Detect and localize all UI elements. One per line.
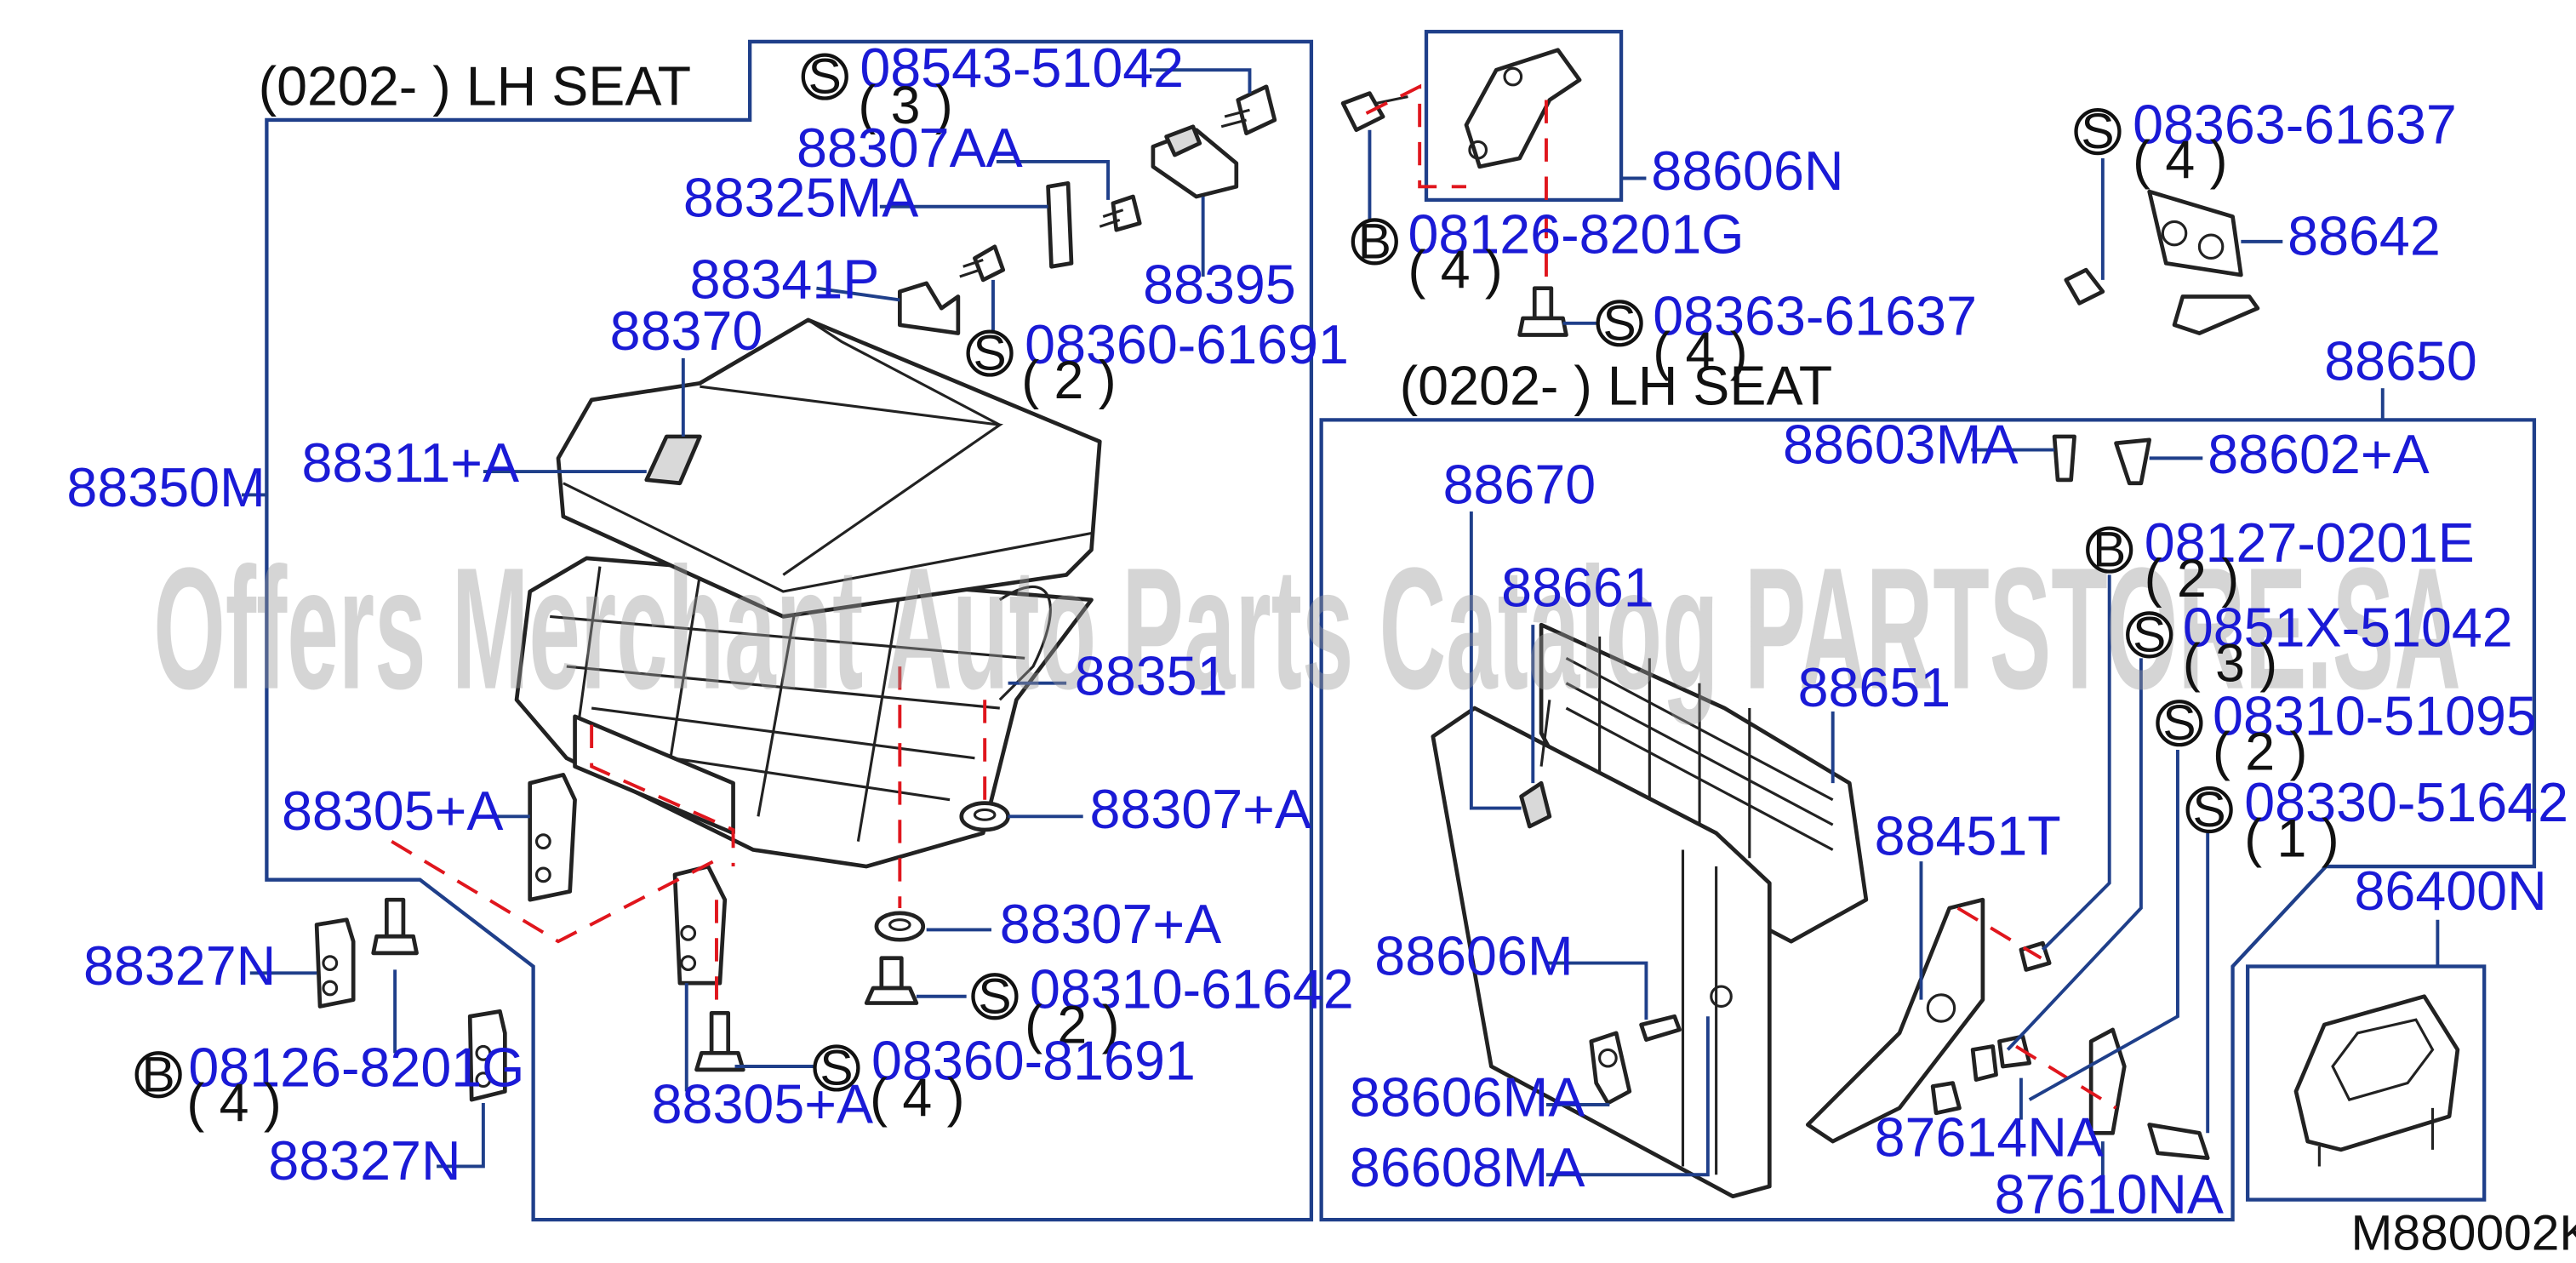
label-88370[interactable]: 88370 bbox=[610, 300, 763, 362]
svg-text:S: S bbox=[2193, 782, 2226, 837]
svg-text:( 4 ): ( 4 ) bbox=[186, 1074, 281, 1134]
svg-text:B: B bbox=[142, 1047, 175, 1102]
bracket-box bbox=[1424, 30, 1624, 203]
svg-text:S: S bbox=[808, 49, 842, 105]
label-88307A-2[interactable]: 88307+A bbox=[1000, 894, 1221, 955]
label-08360-81691[interactable]: S 08360-81691 ( 4 ) bbox=[813, 1031, 1196, 1129]
label-88325MA[interactable]: 88325MA bbox=[683, 168, 919, 229]
cushion-group-frame bbox=[265, 39, 1314, 1222]
svg-text:08310-61642: 08310-61642 bbox=[1030, 958, 1354, 1020]
svg-text:( 3 ): ( 3 ) bbox=[2183, 634, 2277, 694]
svg-text:S: S bbox=[2081, 104, 2114, 159]
label-08127-0201E[interactable]: B 08127-0201E ( 2 ) bbox=[2086, 512, 2475, 609]
svg-text:08363-61637: 08363-61637 bbox=[1653, 286, 1977, 347]
label-88606N[interactable]: 88606N bbox=[1651, 140, 1843, 202]
svg-text:08126-8201G: 08126-8201G bbox=[188, 1037, 524, 1098]
svg-text:( 2 ): ( 2 ) bbox=[1025, 996, 1119, 1055]
label-88603MA[interactable]: 88603MA bbox=[1783, 414, 2019, 475]
svg-text:B: B bbox=[2093, 523, 2126, 578]
svg-text:08310-51095: 08310-51095 bbox=[2213, 685, 2537, 746]
label-88305A-bot[interactable]: 88305+A bbox=[652, 1074, 873, 1135]
svg-text:08127-0201E: 08127-0201E bbox=[2145, 512, 2475, 574]
svg-text:( 4 ): ( 4 ) bbox=[2133, 130, 2227, 190]
label-88602A[interactable]: 88602+A bbox=[2208, 424, 2429, 485]
label-88311A[interactable]: 88311+A bbox=[301, 432, 519, 494]
label-88606M[interactable]: 88606M bbox=[1374, 925, 1573, 986]
svg-text:08360-81691: 08360-81691 bbox=[871, 1031, 1196, 1092]
leader-lines bbox=[242, 68, 2440, 1184]
svg-text:08126-8201G: 08126-8201G bbox=[1408, 204, 1744, 266]
label-88661[interactable]: 88661 bbox=[1501, 557, 1654, 619]
label-88670[interactable]: 88670 bbox=[1443, 454, 1596, 515]
label-08330-51642[interactable]: S 08330-51642 ( 1 ) bbox=[2185, 772, 2568, 868]
svg-text:S: S bbox=[2162, 695, 2196, 751]
label-08126-8201G-top[interactable]: B 08126-8201G ( 4 ) bbox=[1351, 204, 1745, 300]
svg-text:( 4 ): ( 4 ) bbox=[870, 1069, 964, 1129]
label-08126-8201G-left[interactable]: B 08126-8201G ( 4 ) bbox=[134, 1037, 525, 1134]
seat-cushion-drawing bbox=[314, 84, 1277, 1102]
label-88327N-1[interactable]: 88327N bbox=[83, 935, 276, 997]
svg-text:( 4 ): ( 4 ) bbox=[1408, 241, 1502, 300]
label-88451T[interactable]: 88451T bbox=[1875, 805, 2061, 866]
label-87614NA[interactable]: 87614NA bbox=[1875, 1107, 2104, 1169]
back-group-frame bbox=[1319, 418, 2537, 1222]
svg-text:0851X-51042: 0851X-51042 bbox=[2183, 597, 2513, 659]
label-88351[interactable]: 88351 bbox=[1075, 645, 1228, 706]
label-87610NA[interactable]: 87610NA bbox=[1995, 1163, 2224, 1225]
label-88341P[interactable]: 88341P bbox=[690, 249, 880, 310]
headrest-box bbox=[2246, 964, 2487, 1202]
svg-text:( 3 ): ( 3 ) bbox=[858, 76, 952, 135]
svg-text:( 4 ): ( 4 ) bbox=[1653, 323, 1747, 382]
label-88327N-2[interactable]: 88327N bbox=[268, 1130, 460, 1192]
label-08310-51095[interactable]: S 08310-51095 ( 2 ) bbox=[2156, 685, 2537, 781]
label-88350M[interactable]: 88350M bbox=[66, 457, 265, 518]
bracket-dashed-lines bbox=[1365, 83, 1548, 283]
label-86608MA[interactable]: 86608MA bbox=[1350, 1137, 1585, 1198]
cushion-seat-label: (0202- ) LH SEAT bbox=[259, 55, 692, 117]
label-88606MA[interactable]: 88606MA bbox=[1350, 1067, 1585, 1129]
svg-text:S: S bbox=[820, 1040, 853, 1095]
bracket-88606N-drawing bbox=[1340, 48, 2260, 337]
svg-text:( 2 ): ( 2 ) bbox=[1021, 351, 1116, 410]
svg-text:08543-51042: 08543-51042 bbox=[860, 37, 1184, 99]
svg-text:S: S bbox=[973, 326, 1006, 381]
svg-text:B: B bbox=[1358, 214, 1391, 269]
svg-text:S: S bbox=[978, 969, 1011, 1024]
label-86400N[interactable]: 86400N bbox=[2354, 860, 2546, 922]
label-88651[interactable]: 88651 bbox=[1798, 657, 1951, 718]
back-seat-label: (0202- ) LH SEAT bbox=[1400, 356, 1833, 417]
label-88307A-1[interactable]: 88307+A bbox=[1090, 779, 1311, 840]
label-08363-61637-right[interactable]: S 08363-61637 ( 4 ) bbox=[2074, 94, 2457, 190]
svg-text:S: S bbox=[2133, 607, 2166, 662]
label-88395[interactable]: 88395 bbox=[1143, 254, 1296, 315]
svg-text:08360-61691: 08360-61691 bbox=[1025, 314, 1349, 375]
label-0851X-51042[interactable]: S 0851X-51042 ( 3 ) bbox=[2126, 597, 2513, 694]
svg-text:08330-51642: 08330-51642 bbox=[2244, 772, 2568, 833]
svg-text:( 1 ): ( 1 ) bbox=[2244, 809, 2339, 868]
svg-text:( 2 ): ( 2 ) bbox=[2145, 549, 2239, 609]
label-88650[interactable]: 88650 bbox=[2324, 330, 2477, 391]
label-08360-61691[interactable]: S 08360-61691 ( 2 ) bbox=[966, 314, 1349, 410]
label-08363-61637-mid[interactable]: S 08363-61637 ( 4 ) bbox=[1596, 286, 1977, 382]
seat-back-drawing bbox=[1431, 434, 2460, 1199]
label-08543-51042[interactable]: S 08543-51042 ( 3 ) bbox=[801, 37, 1184, 135]
svg-text:S: S bbox=[1603, 295, 1636, 351]
label-88642[interactable]: 88642 bbox=[2288, 206, 2441, 267]
label-88305A-top[interactable]: 88305+A bbox=[282, 780, 503, 842]
svg-text:08363-61637: 08363-61637 bbox=[2133, 94, 2457, 155]
diagram-code: M880002K bbox=[2351, 1205, 2576, 1260]
svg-text:( 2 ): ( 2 ) bbox=[2213, 722, 2307, 781]
label-08310-61642[interactable]: S 08310-61642 ( 2 ) bbox=[971, 958, 1354, 1055]
cushion-dashed-lines bbox=[391, 666, 987, 1000]
watermark: Offers Merchant Auto Parts Catalog PARTS… bbox=[153, 533, 2461, 726]
label-88307AA[interactable]: 88307AA bbox=[797, 117, 1023, 179]
